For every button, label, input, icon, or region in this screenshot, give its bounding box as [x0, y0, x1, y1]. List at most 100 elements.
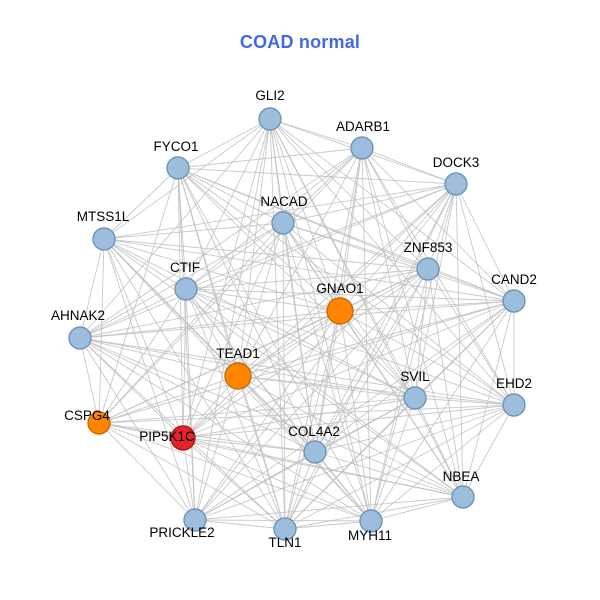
node-label-mtss1l: MTSS1L: [77, 209, 130, 224]
graph-node-fyco1: [166, 156, 190, 180]
graph-edge: [237, 375, 286, 530]
graph-edge: [361, 147, 416, 399]
graph-edge: [103, 238, 464, 498]
graph-edge: [194, 451, 316, 521]
graph-edge: [455, 183, 515, 406]
graph-edge: [98, 288, 187, 424]
graph-edge: [339, 310, 372, 522]
node-label-gli2: GLI2: [255, 88, 284, 103]
graph-edge: [370, 397, 416, 522]
graph-edge: [185, 288, 286, 530]
graph-edge: [182, 183, 457, 439]
graph-edge: [185, 288, 196, 521]
graph-edge: [103, 238, 196, 521]
graph-edge: [194, 268, 429, 521]
graph-edge: [185, 288, 515, 302]
graph-edge: [237, 375, 416, 399]
graph-edge: [185, 288, 341, 312]
graph-edge: [185, 118, 271, 290]
node-label-prickle2: PRICKLE2: [149, 525, 214, 540]
graph-edge: [182, 397, 416, 439]
graph-edge: [98, 222, 284, 424]
node-label-znf853: ZNF853: [404, 240, 453, 255]
graph-edge: [79, 337, 515, 406]
graph-edge: [98, 300, 515, 424]
graph-edge: [284, 310, 341, 530]
graph-edge: [79, 238, 105, 339]
graph-edge: [339, 310, 416, 399]
graph-edge: [98, 422, 372, 522]
node-label-myh11: MYH11: [348, 528, 392, 543]
graph-edge: [177, 167, 416, 399]
graph-edge: [284, 451, 316, 530]
graph-edge: [339, 300, 515, 312]
graph-edge: [79, 288, 187, 339]
graph-edge: [177, 167, 184, 439]
graph-edge: [79, 337, 372, 522]
graph-edge: [194, 496, 464, 521]
graph-edge: [339, 310, 515, 406]
graph-edge: [282, 147, 363, 224]
graph-edge: [414, 183, 457, 399]
graph-edge: [194, 519, 286, 530]
graph-edge: [103, 238, 429, 270]
graph-node-cspg4: [87, 411, 111, 435]
graph-edge: [455, 183, 515, 302]
graph-edge: [182, 268, 429, 439]
graph-edge: [314, 300, 515, 453]
label-layer: GLI2ADARB1FYCO1DOCK3NACADMTSS1LZNF853CTI…: [51, 88, 537, 550]
graph-edge: [414, 268, 429, 399]
graph-edge: [182, 437, 196, 521]
graph-edge: [282, 222, 515, 406]
graph-edge: [427, 268, 464, 498]
node-label-pip5k1c: PIP5K1C: [139, 429, 195, 444]
graph-edge: [282, 222, 372, 522]
graph-edge: [314, 268, 429, 453]
graph-edge: [237, 375, 316, 453]
graph-edge: [177, 118, 271, 169]
graph-edge: [182, 437, 464, 498]
graph-edge: [98, 310, 341, 424]
graph-edge: [98, 422, 316, 453]
graph-edge: [79, 337, 464, 498]
graph-node-prickle2: [183, 508, 207, 532]
graph-edge: [182, 310, 341, 439]
graph-edge: [314, 310, 341, 453]
graph-node-gnao1: [326, 297, 354, 325]
node-label-dock3: DOCK3: [433, 155, 480, 170]
graph-edge: [182, 437, 316, 453]
graph-edge: [98, 422, 286, 530]
graph-edge: [462, 404, 515, 498]
graph-edge: [98, 422, 196, 521]
node-label-tln1: TLN1: [268, 535, 301, 550]
graph-node-dock3: [444, 172, 468, 196]
node-label-adarb1: ADARB1: [336, 119, 390, 134]
graph-edge: [177, 167, 372, 522]
graph-edge: [361, 147, 457, 185]
graph-node-mtss1l: [92, 227, 116, 251]
graph-edge: [284, 397, 416, 530]
graph-edge: [182, 375, 239, 439]
graph-edge: [182, 404, 515, 439]
graph-edge: [103, 238, 286, 530]
graph-edge: [79, 147, 363, 339]
graph-edge: [314, 451, 372, 522]
graph-edge: [339, 310, 464, 498]
graph-node-myh11: [359, 509, 383, 533]
graph-node-adarb1: [350, 136, 374, 160]
graph-edge: [462, 300, 515, 498]
graph-node-col4a2: [303, 440, 327, 464]
page-title: COAD normal: [239, 32, 361, 52]
node-label-tead1: TEAD1: [216, 346, 260, 361]
graph-edge: [103, 118, 271, 240]
node-label-ehd2: EHD2: [496, 376, 532, 391]
graph-edge: [79, 300, 515, 339]
node-label-fyco1: FYCO1: [153, 139, 198, 154]
graph-node-ahnak2: [68, 326, 92, 350]
graph-node-cand2: [502, 289, 526, 313]
graph-edge: [194, 118, 271, 521]
graph-edge: [98, 375, 239, 424]
graph-edge: [103, 222, 284, 240]
